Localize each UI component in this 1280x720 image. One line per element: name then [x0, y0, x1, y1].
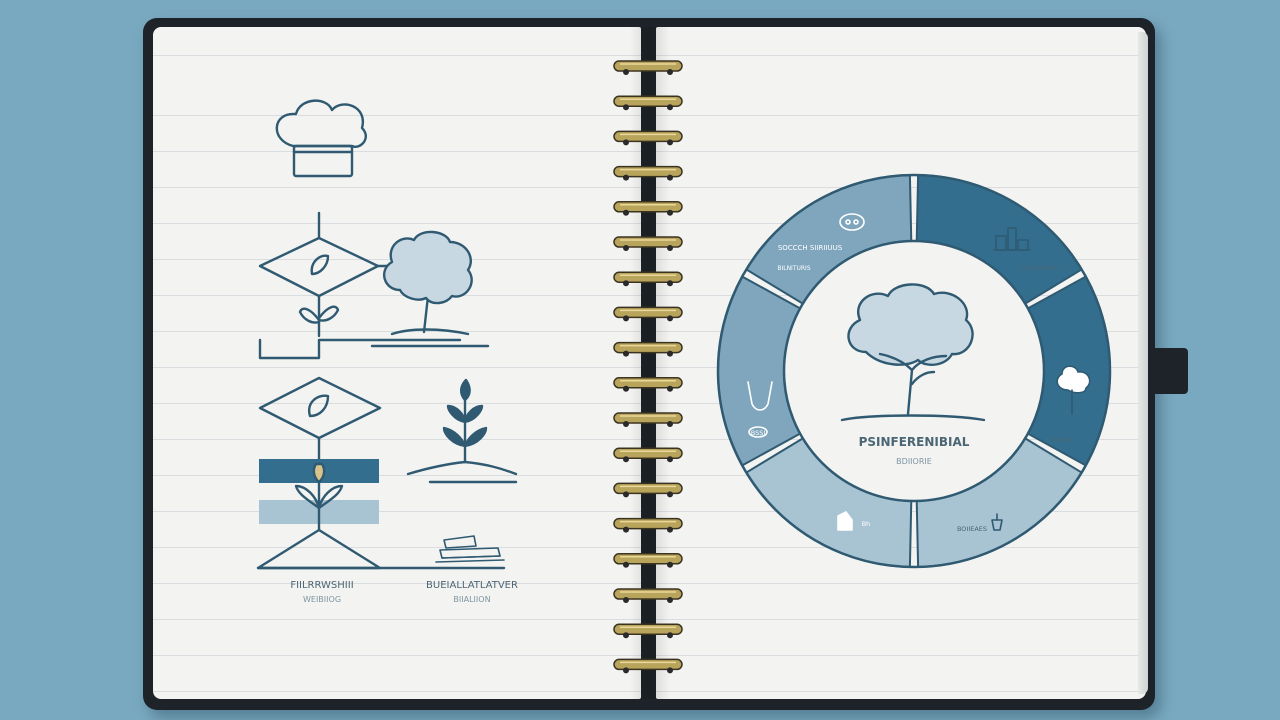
- segment-1-sublabel: BILNITURIS: [777, 265, 810, 272]
- segment-1-label: SOCCCH SIIRIIUUS: [778, 244, 843, 252]
- buildings-icon: [993, 227, 1031, 251]
- bag-icon: [837, 511, 853, 531]
- left-page: [153, 27, 641, 699]
- caption-2-subtitle: BIIALIION: [453, 595, 490, 604]
- segment-3-label: BOSIIS: [1051, 436, 1073, 444]
- center-title: PSINFERENIBIAL: [859, 435, 970, 449]
- caption-1-subtitle: WEIBIIOG: [303, 595, 341, 604]
- segment-2-label: BDCAIIRIIS: [1023, 264, 1058, 272]
- pot-icon: [991, 513, 1003, 531]
- book-stack-icon: [435, 535, 505, 563]
- outer-ring: [716, 173, 1112, 569]
- connector-line: [258, 338, 462, 360]
- glass-icon: [747, 381, 773, 438]
- center-circle: [782, 239, 1046, 503]
- center-tree-icon: [840, 283, 986, 422]
- segment-5-label: Bh: [862, 520, 871, 528]
- page-edge: [1138, 32, 1148, 694]
- tree-icon: [1056, 365, 1091, 415]
- seedling-icon: [406, 378, 518, 484]
- elastic-strap: [1154, 348, 1188, 394]
- caption-1-title: FIILRRWSHIII: [290, 580, 353, 591]
- food-icon: [839, 213, 865, 231]
- plant-icon: [294, 462, 344, 532]
- sprout-icon: [298, 294, 340, 338]
- segment-6-label: BSSI: [751, 429, 766, 437]
- caption-2-title: BUEIALLATLATVER: [426, 580, 518, 591]
- tree-icon: [382, 230, 473, 336]
- leaf-icon: [310, 254, 330, 276]
- center-subtitle: BDIIORIE: [896, 457, 932, 466]
- chef-hat-icon: [275, 99, 367, 178]
- segment-4-label: BOIIEAES: [957, 525, 987, 533]
